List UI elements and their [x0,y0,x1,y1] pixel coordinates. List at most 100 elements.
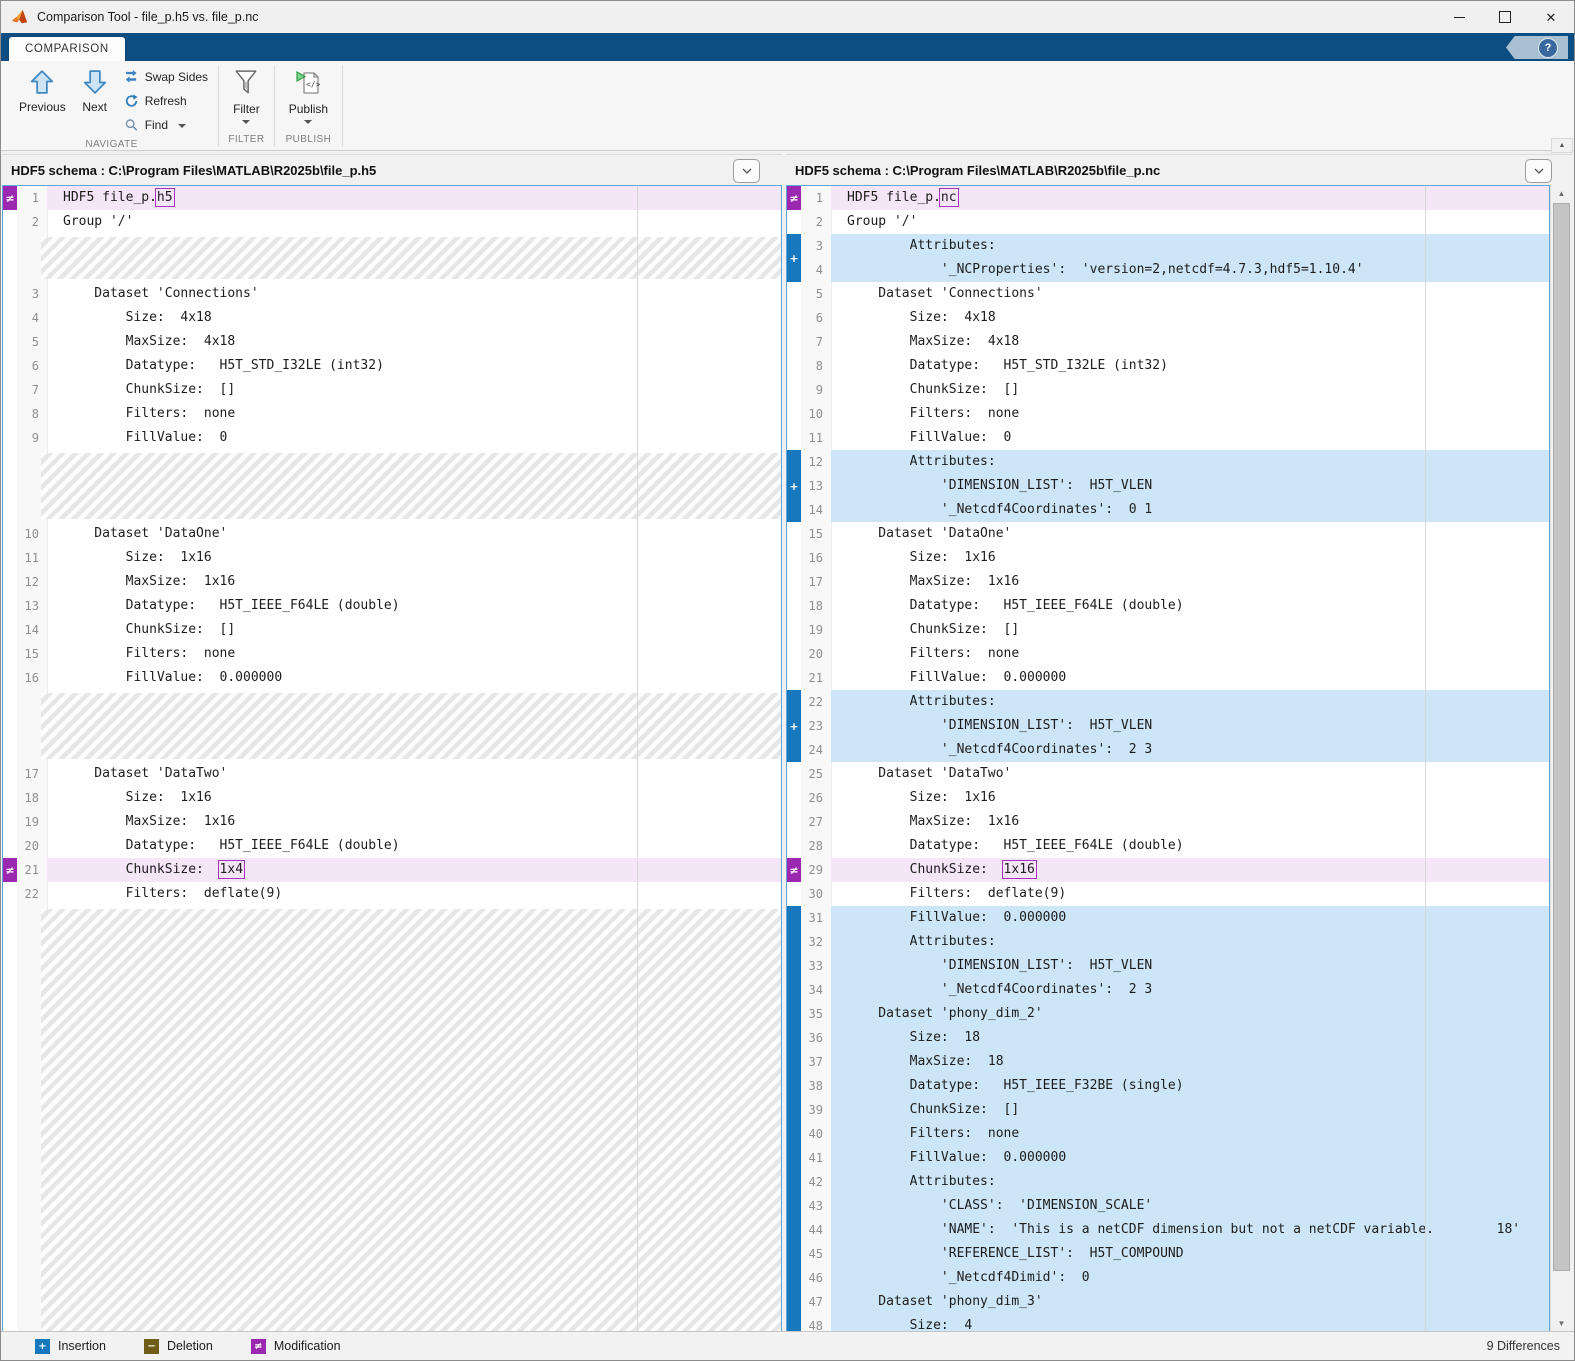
modification-marker[interactable]: ≠ [3,186,17,210]
insertion-marker[interactable]: + [787,450,801,522]
diff-line[interactable]: 29 ChunkSize: 1x16 [787,858,1549,882]
diff-line[interactable]: 46 '_Netcdf4Dimid': 0 [787,1266,1549,1290]
right-diff-pane[interactable]: 1HDF5 file_p.nc2Group '/'3 Attributes:4 … [786,185,1550,1332]
diff-line[interactable]: 45 'REFERENCE_LIST': H5T_COMPOUND [787,1242,1549,1266]
diff-line[interactable]: 22 Filters: deflate(9) [3,882,781,906]
diff-line[interactable]: 26 Size: 1x16 [787,786,1549,810]
diff-line[interactable]: 1HDF5 file_p.h5 [3,186,781,210]
scroll-down-button[interactable]: ▼ [1551,1315,1572,1332]
diff-line[interactable]: 10 Filters: none [787,402,1549,426]
diff-line[interactable]: 32 Attributes: [787,930,1549,954]
diff-line[interactable]: 19 ChunkSize: [] [787,618,1549,642]
diff-line[interactable]: 34 '_Netcdf4Coordinates': 2 3 [787,978,1549,1002]
filter-button[interactable]: Filter [225,65,268,128]
diff-line[interactable]: 37 MaxSize: 18 [787,1050,1549,1074]
publish-button[interactable]: </> Publish [281,65,336,128]
diff-line[interactable]: 2Group '/' [3,210,781,234]
diff-line[interactable]: 14 '_Netcdf4Coordinates': 0 1 [787,498,1549,522]
help-button[interactable]: ? [1506,36,1568,59]
diff-line[interactable]: 17 Dataset 'DataTwo' [3,762,781,786]
right-pane-menu-button[interactable] [1525,159,1552,183]
diff-line[interactable]: 28 Datatype: H5T_IEEE_F64LE (double) [787,834,1549,858]
diff-line[interactable]: 16 Size: 1x16 [787,546,1549,570]
diff-line[interactable]: 8 Filters: none [3,402,781,426]
diff-line[interactable]: 1HDF5 file_p.nc [787,186,1549,210]
diff-line[interactable]: 7 MaxSize: 4x18 [787,330,1549,354]
diff-line[interactable]: 19 MaxSize: 1x16 [3,810,781,834]
insertion-marker[interactable]: + [787,690,801,762]
diff-line[interactable]: 47 Dataset 'phony_dim_3' [787,1290,1549,1314]
diff-line[interactable]: 21 FillValue: 0.000000 [787,666,1549,690]
insertion-marker[interactable]: + [787,234,801,282]
diff-line[interactable]: 16 FillValue: 0.000000 [3,666,781,690]
diff-line[interactable]: 44 'NAME': 'This is a netCDF dimension b… [787,1218,1549,1242]
diff-line[interactable]: 30 Filters: deflate(9) [787,882,1549,906]
scrollbar-thumb[interactable] [1553,203,1570,1271]
diff-line[interactable]: 43 'CLASS': 'DIMENSION_SCALE' [787,1194,1549,1218]
diff-line[interactable]: 5 MaxSize: 4x18 [3,330,781,354]
diff-line[interactable]: 15 Filters: none [3,642,781,666]
diff-line[interactable]: 9 FillValue: 0 [3,426,781,450]
diff-line[interactable]: 35 Dataset 'phony_dim_2' [787,1002,1549,1026]
diff-line[interactable]: 27 MaxSize: 1x16 [787,810,1549,834]
diff-line[interactable]: 18 Datatype: H5T_IEEE_F64LE (double) [787,594,1549,618]
diff-line[interactable]: 10 Dataset 'DataOne' [3,522,781,546]
diff-line[interactable]: 38 Datatype: H5T_IEEE_F32BE (single) [787,1074,1549,1098]
vertical-scrollbar[interactable]: ▲ ▼ [1550,185,1572,1332]
diff-line[interactable]: 15 Dataset 'DataOne' [787,522,1549,546]
insertion-marker[interactable] [787,906,801,1332]
diff-line[interactable]: 20 Datatype: H5T_IEEE_F64LE (double) [3,834,781,858]
diff-line[interactable]: 12 Attributes: [787,450,1549,474]
diff-line[interactable]: 8 Datatype: H5T_STD_I32LE (int32) [787,354,1549,378]
diff-line[interactable]: 22 Attributes: [787,690,1549,714]
diff-line[interactable]: 12 MaxSize: 1x16 [3,570,781,594]
diff-line[interactable]: 33 'DIMENSION_LIST': H5T_VLEN [787,954,1549,978]
diff-line[interactable]: 17 MaxSize: 1x16 [787,570,1549,594]
diff-line[interactable]: 21 ChunkSize: 1x4 [3,858,781,882]
tab-comparison[interactable]: COMPARISON [9,37,125,61]
diff-line[interactable]: 6 Datatype: H5T_STD_I32LE (int32) [3,354,781,378]
diff-line[interactable]: 4 Size: 4x18 [3,306,781,330]
diff-line[interactable]: 42 Attributes: [787,1170,1549,1194]
diff-line[interactable]: 2Group '/' [787,210,1549,234]
line-number: 14 [801,498,831,522]
diff-line[interactable]: 36 Size: 18 [787,1026,1549,1050]
diff-line[interactable]: 13 Datatype: H5T_IEEE_F64LE (double) [3,594,781,618]
diff-line[interactable]: 11 FillValue: 0 [787,426,1549,450]
minimize-button[interactable] [1436,1,1482,33]
diff-line[interactable]: 14 ChunkSize: [] [3,618,781,642]
diff-line[interactable]: 5 Dataset 'Connections' [787,282,1549,306]
diff-line[interactable]: 20 Filters: none [787,642,1549,666]
diff-line[interactable]: 4 '_NCProperties': 'version=2,netcdf=4.7… [787,258,1549,282]
diff-line[interactable]: 39 ChunkSize: [] [787,1098,1549,1122]
modification-marker[interactable]: ≠ [3,858,17,882]
diff-line[interactable]: 6 Size: 4x18 [787,306,1549,330]
diff-line[interactable]: 11 Size: 1x16 [3,546,781,570]
close-button[interactable]: ✕ [1528,1,1574,33]
diff-line[interactable]: 3 Dataset 'Connections' [3,282,781,306]
diff-line[interactable]: 13 'DIMENSION_LIST': H5T_VLEN [787,474,1549,498]
previous-button[interactable]: Previous [11,65,74,118]
diff-line[interactable]: 31 FillValue: 0.000000 [787,906,1549,930]
refresh-button[interactable]: Refresh [120,89,212,113]
diff-line[interactable]: 41 FillValue: 0.000000 [787,1146,1549,1170]
swap-sides-button[interactable]: Swap Sides [120,65,212,89]
modification-marker[interactable]: ≠ [787,858,801,882]
diff-line[interactable]: 48 Size: 4 [787,1314,1549,1332]
diff-line[interactable]: 18 Size: 1x16 [3,786,781,810]
diff-line[interactable]: 40 Filters: none [787,1122,1549,1146]
diff-line[interactable]: 3 Attributes: [787,234,1549,258]
left-pane-menu-button[interactable] [733,159,760,183]
scroll-up-button[interactable]: ▲ [1551,185,1572,202]
collapse-toolstrip-button[interactable]: ▲ [1551,138,1573,153]
next-button[interactable]: Next [74,65,116,118]
diff-line[interactable]: 9 ChunkSize: [] [787,378,1549,402]
maximize-button[interactable] [1482,1,1528,33]
diff-line[interactable]: 24 '_Netcdf4Coordinates': 2 3 [787,738,1549,762]
find-button[interactable]: Find [120,113,212,137]
diff-line[interactable]: 7 ChunkSize: [] [3,378,781,402]
diff-line[interactable]: 25 Dataset 'DataTwo' [787,762,1549,786]
modification-marker[interactable]: ≠ [787,186,801,210]
left-diff-pane[interactable]: 1HDF5 file_p.h52Group '/' 3 Dataset 'Conn… [2,185,782,1332]
diff-line[interactable]: 23 'DIMENSION_LIST': H5T_VLEN [787,714,1549,738]
